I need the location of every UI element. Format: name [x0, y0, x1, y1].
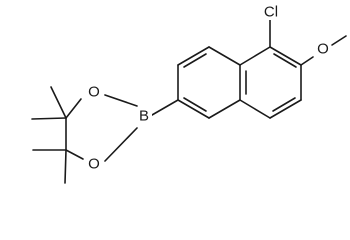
- bond-inner: [183, 97, 207, 112]
- bond: [177, 99, 210, 119]
- bond-b-o: [104, 94, 138, 107]
- atom-label-methoxy-oxygen: O: [317, 41, 329, 58]
- bond: [269, 99, 302, 119]
- bond: [177, 46, 210, 66]
- bond: [269, 46, 302, 66]
- atom-label-ring-oxygen-bottom: O: [88, 156, 100, 173]
- bond-c-b: [151, 99, 179, 116]
- label-background: [315, 41, 331, 57]
- label-background: [137, 108, 152, 124]
- bond-lines: [31, 19, 347, 184]
- atom-label-boron: B: [139, 108, 149, 125]
- bond-c-o: [300, 56, 314, 66]
- bond: [239, 99, 271, 119]
- chemical-structure-diagram: Cl O B O O: [31, 4, 347, 184]
- label-background: [86, 156, 102, 172]
- bond: [208, 99, 241, 119]
- bond: [208, 46, 241, 66]
- bond-b-o: [104, 127, 138, 162]
- bond-methyl: [31, 117, 67, 120]
- label-background: [86, 84, 102, 100]
- bond-o-ch3: [331, 35, 347, 46]
- atom-labels: Cl O B O O: [86, 4, 331, 173]
- bond-inner: [273, 53, 297, 68]
- bond-inner: [272, 97, 296, 112]
- bond-methyl: [50, 86, 67, 119]
- atom-label-chlorine: Cl: [264, 4, 278, 21]
- bond-o-c: [65, 149, 84, 160]
- bond: [239, 46, 271, 66]
- atom-label-ring-oxygen-top: O: [88, 84, 100, 101]
- bond-o-c: [65, 98, 82, 119]
- bond-inner: [183, 53, 207, 68]
- label-background: [260, 4, 284, 20]
- bond-methyl: [64, 149, 67, 184]
